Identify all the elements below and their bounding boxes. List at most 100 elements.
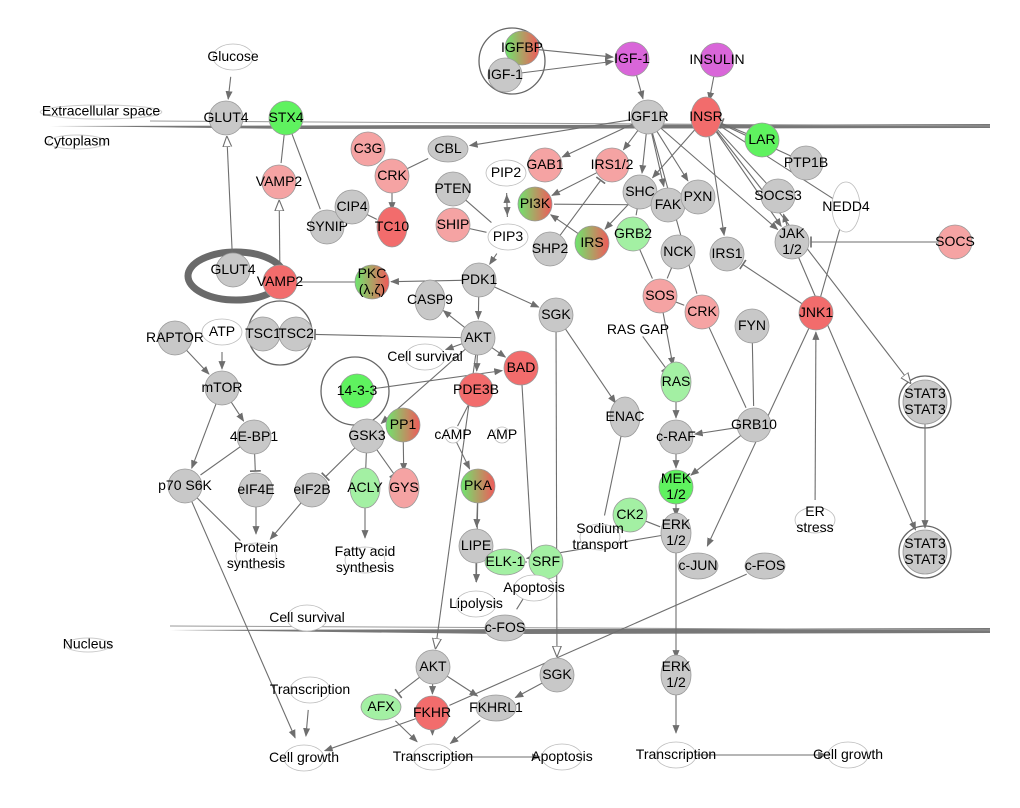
node-irs1[interactable]: IRS1 <box>709 236 745 272</box>
node-insr[interactable]: INSR <box>689 96 723 138</box>
node-grb2[interactable]: GRB2 <box>614 216 652 252</box>
node-pip2[interactable]: PIP2 <box>485 159 527 187</box>
node-pten[interactable]: PTEN <box>434 171 472 207</box>
node-cjun[interactable]: c-JUN <box>677 552 719 580</box>
node-insulin[interactable]: INSULIN <box>689 42 745 78</box>
node-cfos2[interactable]: c-FOS <box>484 614 526 642</box>
node-grb10[interactable]: GRB10 <box>731 407 777 443</box>
node-pde3b[interactable]: PDE3B <box>453 372 499 408</box>
node-sgk2[interactable]: SGK <box>539 657 575 693</box>
node-stx4[interactable]: STX4 <box>268 100 304 136</box>
node-enac[interactable]: ENAC <box>606 396 645 438</box>
node-bad[interactable]: BAD <box>503 350 539 386</box>
node-tsc2[interactable]: TSC2 <box>278 316 314 352</box>
node-cellsurv2[interactable]: Cell survival <box>269 604 345 632</box>
node-crk2[interactable]: CRK <box>684 294 720 330</box>
node-crk1[interactable]: CRK <box>374 158 410 194</box>
node-pp1[interactable]: PP1 <box>385 407 421 443</box>
node-pdk1[interactable]: PDK1 <box>461 262 498 298</box>
node-craf[interactable]: c-RAF <box>656 419 696 455</box>
node-rasgap[interactable]: RAS GAP <box>607 321 669 337</box>
node-pkc[interactable]: PKC(λ,ζ) <box>354 264 390 300</box>
node-ship[interactable]: SHIP <box>435 207 471 243</box>
node-apop2[interactable]: Apoptosis <box>531 743 593 771</box>
node-shc[interactable]: SHC <box>622 174 658 210</box>
node-pip3[interactable]: PIP3 <box>487 223 529 251</box>
node-elk1[interactable]: ELK-1 <box>484 548 526 576</box>
node-fyn[interactable]: FYN <box>734 308 770 344</box>
node-sos[interactable]: SOS <box>642 278 678 314</box>
node-vamp2a[interactable]: VAMP2 <box>256 164 303 200</box>
node-camp[interactable]: cAMP <box>434 426 472 444</box>
node-igf1r[interactable]: IGF1R <box>627 99 669 135</box>
node-glut4_v[interactable]: GLUT4 <box>210 252 256 288</box>
node-akt[interactable]: AKT <box>460 320 496 356</box>
node-cip4[interactable]: CIP4 <box>334 189 370 225</box>
node-igf1c[interactable]: IGF-1 <box>487 57 523 93</box>
node-fak[interactable]: FAK <box>650 187 686 223</box>
node-gsk3[interactable]: GSK3 <box>348 418 386 454</box>
node-eif2b[interactable]: eIF2B <box>293 472 331 508</box>
node-glucose[interactable]: Glucose <box>207 43 259 71</box>
node-igf1[interactable]: IGF-1 <box>614 41 650 77</box>
node-apop1[interactable]: Apoptosis <box>503 574 565 602</box>
node-mtor[interactable]: mTOR <box>202 370 243 406</box>
node-acly[interactable]: ACLY <box>347 467 383 509</box>
node-afx[interactable]: AFX <box>360 693 402 721</box>
node-cbl[interactable]: CBL <box>427 135 469 163</box>
node-lar[interactable]: LAR <box>744 122 780 158</box>
node-eif4e[interactable]: eIF4E <box>237 472 275 508</box>
node-irs[interactable]: IRS <box>574 225 610 261</box>
node-lipolysis[interactable]: Lipolysis <box>449 590 503 618</box>
node-tsc1[interactable]: TSC1 <box>245 316 281 352</box>
node-fkhr[interactable]: FKHR <box>413 695 451 731</box>
node-pka[interactable]: PKA <box>460 468 496 504</box>
node-synip[interactable]: SYNIP <box>306 209 348 245</box>
node-casp9[interactable]: CASP9 <box>407 279 453 321</box>
node-transc2[interactable]: Transcription <box>393 743 473 771</box>
node-cfos[interactable]: c-FOS <box>744 552 786 580</box>
node-fkhrl1[interactable]: FKHRL1 <box>469 694 523 722</box>
node-jnk1[interactable]: JNK1 <box>798 295 834 331</box>
node-ebp1[interactable]: 4E-BP1 <box>230 419 278 455</box>
node-sgk[interactable]: SGK <box>538 297 574 333</box>
node-vamp2b[interactable]: VAMP2 <box>257 264 304 300</box>
node-srf[interactable]: SRF <box>528 544 564 580</box>
node-amp[interactable]: AMP <box>487 426 517 444</box>
node-ras[interactable]: RAS <box>660 361 692 403</box>
node-transc3[interactable]: Transcription <box>636 741 716 769</box>
node-akt2[interactable]: AKT <box>415 649 451 685</box>
node-shp2[interactable]: SHP2 <box>532 231 569 267</box>
node-c3g[interactable]: C3G <box>350 131 386 167</box>
node-ptp1b[interactable]: PTP1B <box>784 145 828 181</box>
node-cellgrowth2[interactable]: Cell growth <box>813 741 883 769</box>
node-lipe[interactable]: LIPE <box>458 528 494 564</box>
node-pxn[interactable]: PXN <box>680 179 716 215</box>
node-cellgrowth1[interactable]: Cell growth <box>269 744 339 772</box>
node-glut4_m[interactable]: GLUT4 <box>203 100 249 136</box>
node-atp[interactable]: ATP <box>201 318 243 346</box>
node-socs[interactable]: SOCS <box>935 224 975 260</box>
node-cellsurv1[interactable]: Cell survival <box>387 343 463 371</box>
node-nedd4[interactable]: NEDD4 <box>822 181 870 233</box>
node-irs12[interactable]: IRS1/2 <box>591 147 634 183</box>
node-tc10[interactable]: TC10 <box>375 206 409 248</box>
node-p1433[interactable]: 14-3-3 <box>337 373 378 409</box>
node-gys[interactable]: GYS <box>388 467 420 509</box>
node-gab1[interactable]: GAB1 <box>526 147 564 183</box>
node-nck[interactable]: NCK <box>660 234 696 270</box>
node-p70[interactable]: p70 S6K <box>158 468 213 504</box>
node-socs3[interactable]: SOCS3 <box>754 178 802 214</box>
node-igfbp[interactable]: IGFBP <box>501 30 543 66</box>
node-ck2[interactable]: CK2 <box>612 497 648 533</box>
